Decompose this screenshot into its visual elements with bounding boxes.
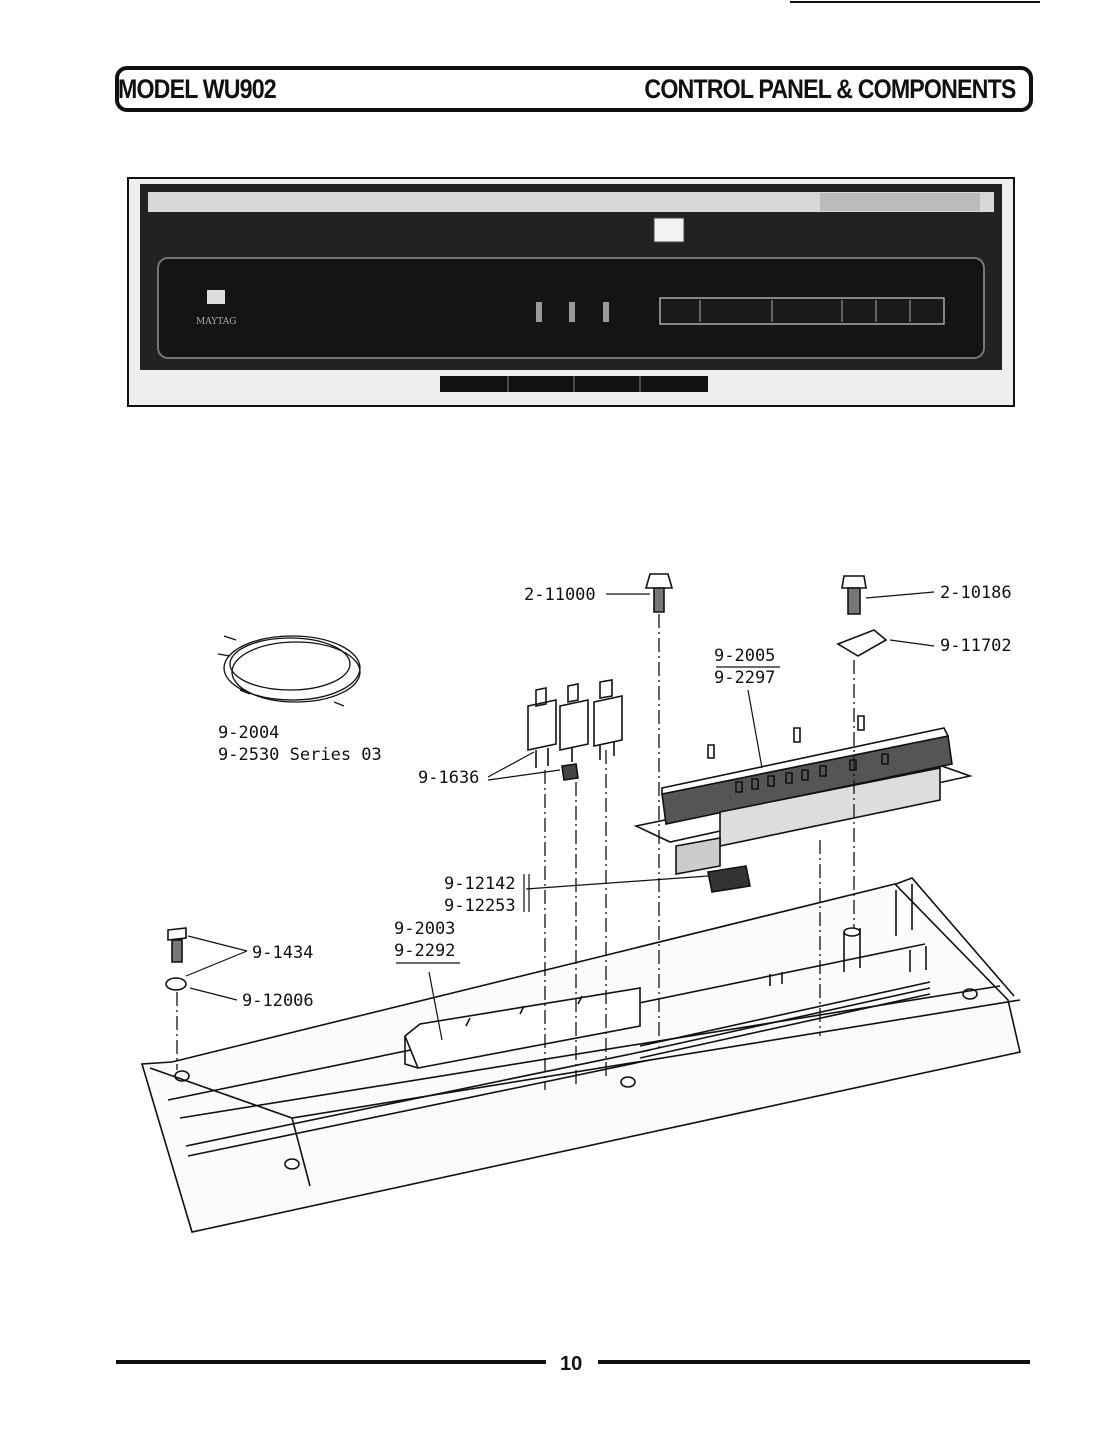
model-title: MODEL WU902 bbox=[118, 74, 277, 104]
part-label: 9-2004 bbox=[218, 723, 279, 743]
leader-lines bbox=[185, 591, 935, 1041]
exploded-view bbox=[140, 573, 1021, 1233]
option-button[interactable] bbox=[569, 302, 575, 322]
part-label: 2-11000 bbox=[524, 585, 596, 605]
part-label: 9-2005 bbox=[714, 646, 775, 666]
assembly-lines bbox=[176, 614, 855, 1090]
part-label: 9-1636 bbox=[418, 768, 479, 788]
screw-icon bbox=[644, 573, 674, 613]
part-labels: 2-11000 2-10186 9-11702 9-2005 9-2297 9-… bbox=[218, 583, 1012, 1011]
clip-icon bbox=[836, 629, 888, 657]
page-number: 10 bbox=[560, 1353, 582, 1375]
part-label: 9-2292 bbox=[394, 941, 455, 961]
plug-icon bbox=[165, 977, 187, 991]
footer: 10 bbox=[116, 1353, 1030, 1375]
brand-text: MAYTAG bbox=[196, 317, 237, 327]
part-label: 2-10186 bbox=[940, 583, 1012, 603]
wire-harness-illustration bbox=[217, 635, 361, 707]
cycle-selector-strip bbox=[659, 297, 945, 325]
part-label: 9-12253 bbox=[444, 896, 516, 916]
screw-icon bbox=[167, 927, 187, 963]
option-button[interactable] bbox=[536, 302, 542, 322]
option-button[interactable] bbox=[603, 302, 609, 322]
control-board-illustration bbox=[633, 715, 973, 875]
switch-illustration bbox=[527, 679, 623, 781]
part-label: 9-2003 bbox=[394, 919, 455, 939]
part-label: 9-11702 bbox=[940, 636, 1012, 656]
part-label: 9-2297 bbox=[714, 668, 775, 688]
connector-illustration bbox=[707, 865, 751, 893]
part-label: 9-1434 bbox=[252, 943, 313, 963]
screw-icon bbox=[841, 575, 867, 615]
part-label: 9-12142 bbox=[444, 874, 516, 894]
control-panel-tray bbox=[140, 877, 1021, 1233]
maytag-logo-icon bbox=[207, 290, 225, 304]
part-label: 9-2530 Series 03 bbox=[218, 745, 382, 765]
part-label: 9-12006 bbox=[242, 991, 314, 1011]
section-title: CONTROL PANEL & COMPONENTS bbox=[644, 74, 1017, 104]
header-frame bbox=[115, 66, 1033, 112]
bracket-illustration bbox=[404, 987, 641, 1069]
control-panel-illustration: MAYTAG bbox=[127, 177, 1015, 407]
